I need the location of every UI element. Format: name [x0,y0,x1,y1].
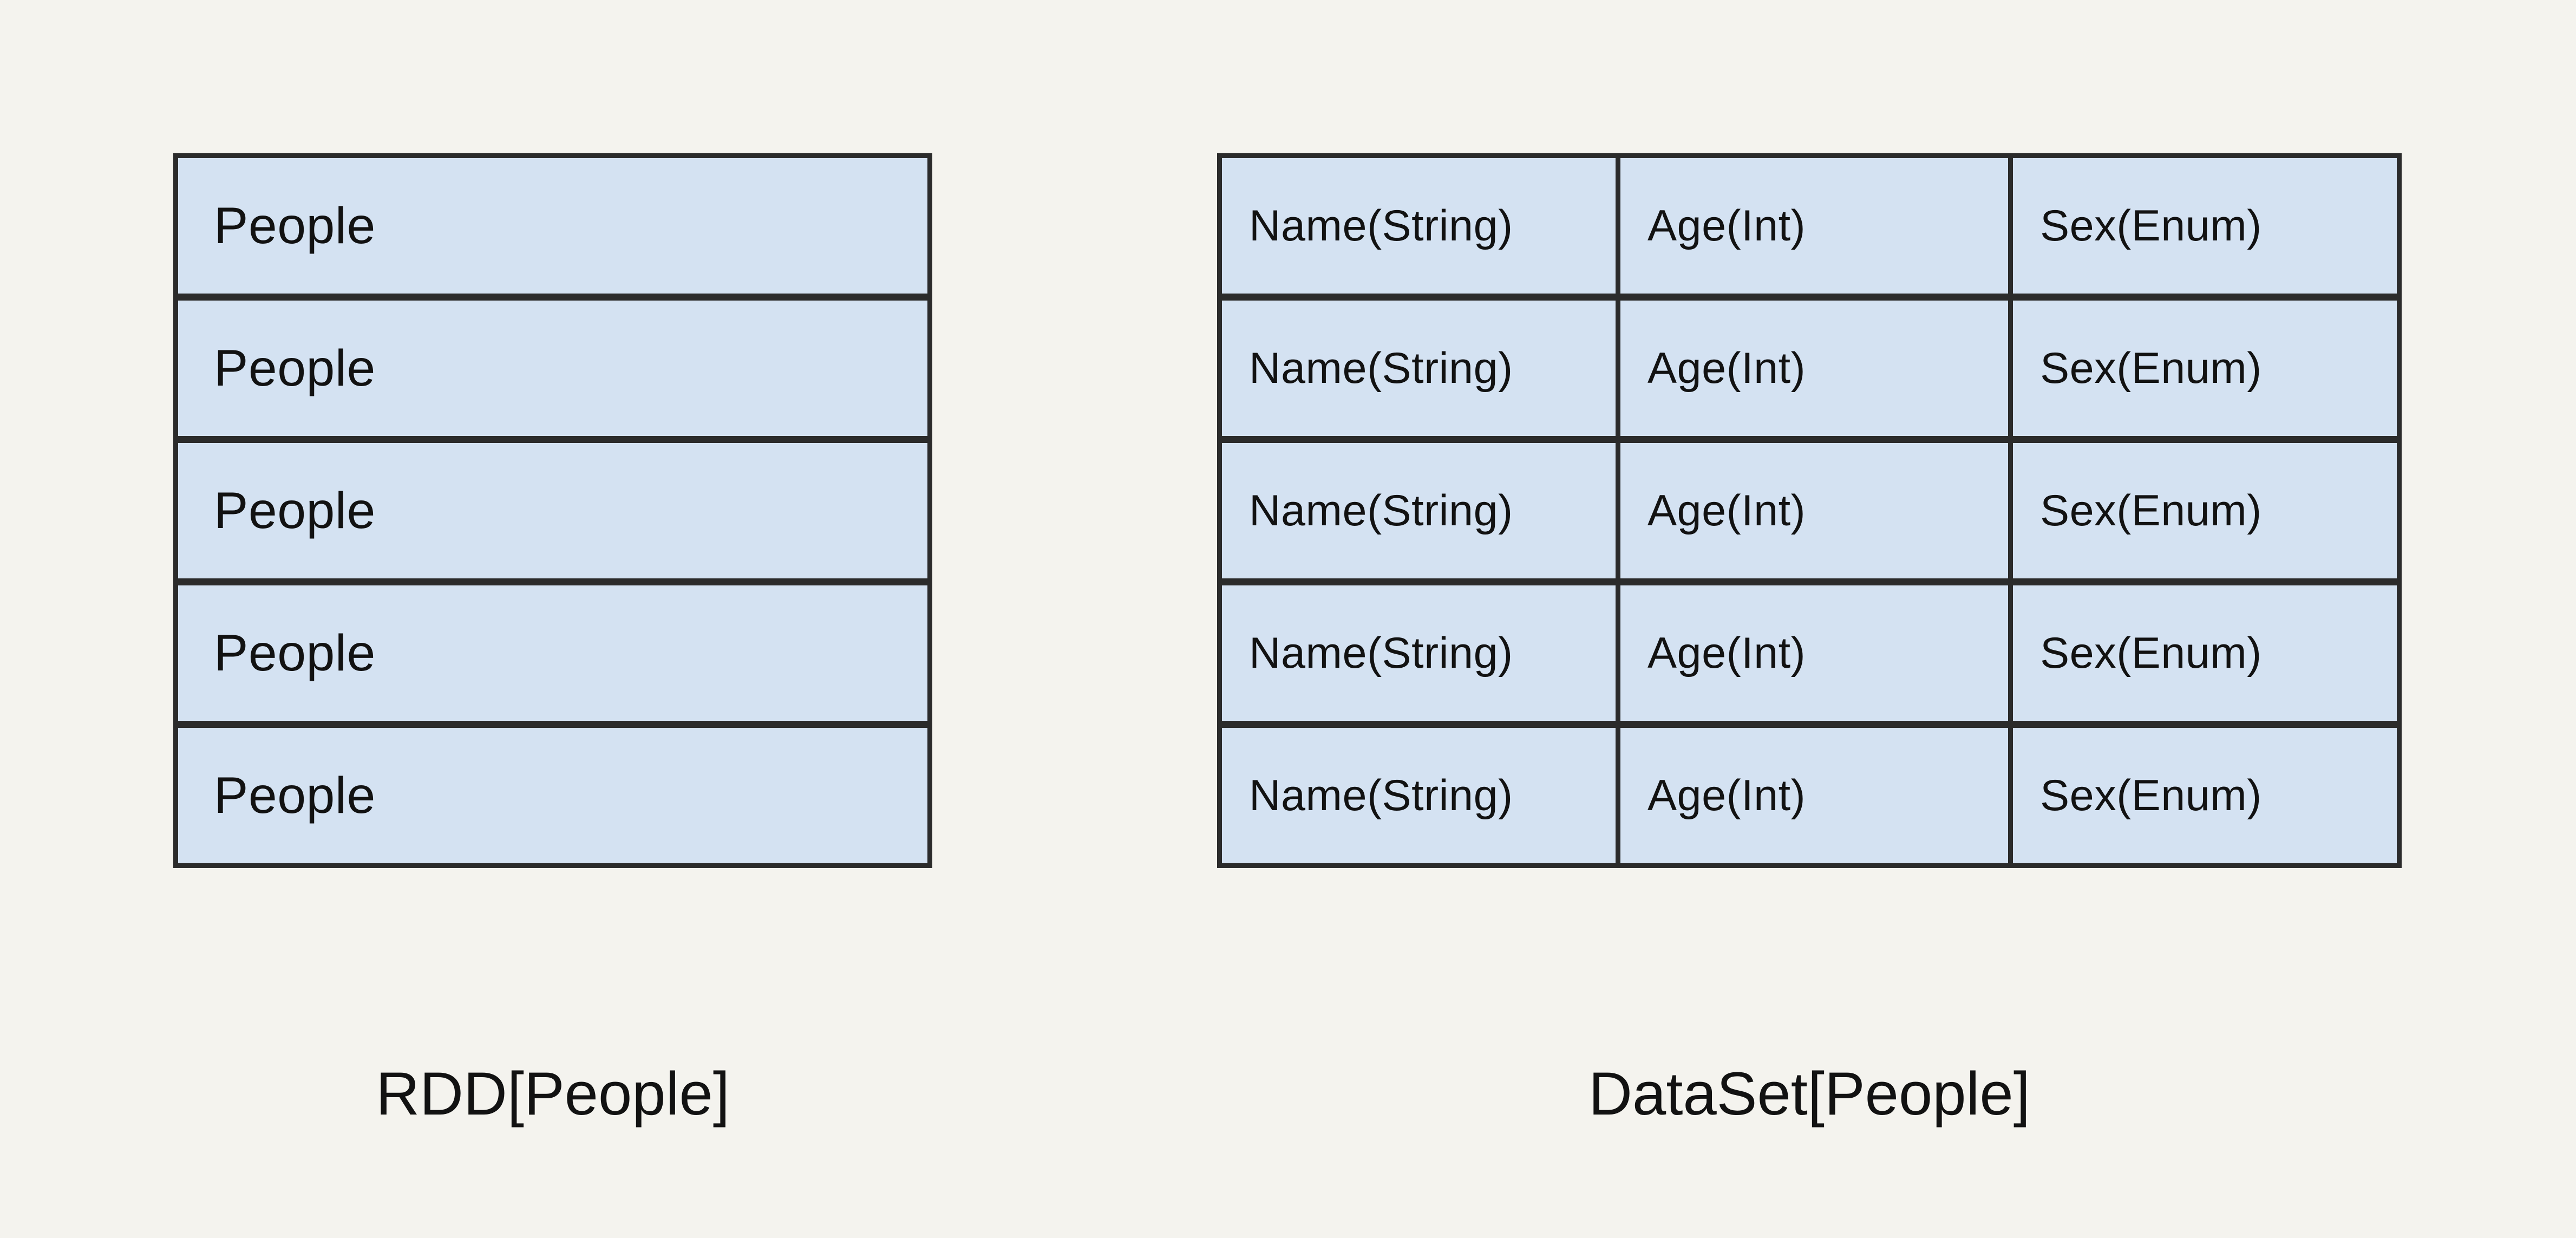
dataset-cell-age: Age(Int) [1620,585,2009,721]
dataset-cell-label: Name(String) [1249,486,1513,535]
dataset-cell-sex: Sex(Enum) [2013,728,2397,863]
rdd-row-label: People [214,624,376,682]
rdd-row-label: People [214,481,376,539]
dataset-cell-age: Age(Int) [1620,158,2009,294]
dataset-cell-name: Name(String) [1222,728,1616,863]
dataset-cell-label: Name(String) [1249,628,1513,677]
dataset-cell-sex: Sex(Enum) [2013,158,2397,294]
rdd-row: People [178,585,927,721]
rdd-row: People [178,158,927,294]
dataset-cell-sex: Sex(Enum) [2013,443,2397,578]
dataset-cell-name: Name(String) [1222,585,1616,721]
dataset-cell-name: Name(String) [1222,158,1616,294]
dataset-caption: DataSet[People] [1588,1060,2030,1128]
dataset-cell-label: Age(Int) [1647,486,1806,535]
dataset-cell-name: Name(String) [1222,301,1616,436]
rdd-table: People People People People People [173,153,932,868]
dataset-cell-label: Name(String) [1249,343,1513,393]
rdd-caption: RDD[People] [376,1060,730,1128]
dataset-cell-age: Age(Int) [1620,443,2009,578]
dataset-cell-sex: Sex(Enum) [2013,301,2397,436]
dataset-cell-label: Age(Int) [1647,628,1806,677]
rdd-row: People [178,443,927,578]
dataset-cell-label: Sex(Enum) [2040,343,2262,393]
dataset-cell-name: Name(String) [1222,443,1616,578]
dataset-cell-age: Age(Int) [1620,301,2009,436]
dataset-cell-age: Age(Int) [1620,728,2009,863]
dataset-cell-label: Name(String) [1249,201,1513,250]
dataset-cell-label: Sex(Enum) [2040,486,2262,535]
rdd-row-label: People [214,766,376,824]
dataset-cell-label: Sex(Enum) [2040,771,2262,820]
dataset-cell-label: Sex(Enum) [2040,628,2262,677]
dataset-cell-label: Age(Int) [1647,771,1806,820]
rdd-row-label: People [214,339,376,397]
dataset-cell-label: Sex(Enum) [2040,201,2262,250]
dataset-cell-sex: Sex(Enum) [2013,585,2397,721]
rdd-row-label: People [214,197,376,255]
dataset-cell-label: Name(String) [1249,771,1513,820]
dataset-table: Name(String) Age(Int) Sex(Enum) Name(Str… [1217,153,2402,868]
rdd-row: People [178,728,927,863]
dataset-cell-label: Age(Int) [1647,201,1806,250]
rdd-row: People [178,301,927,436]
dataset-cell-label: Age(Int) [1647,343,1806,393]
